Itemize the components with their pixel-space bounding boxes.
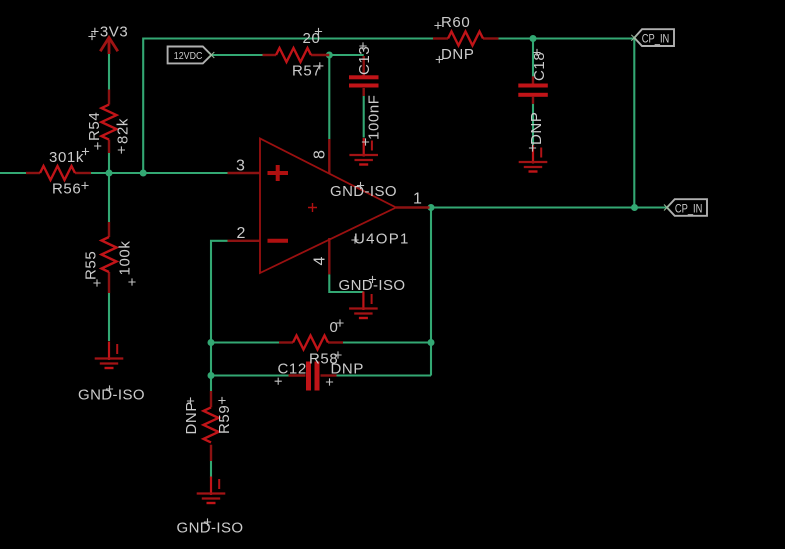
svg-text:GND-ISO: GND-ISO [339, 277, 406, 294]
svg-text:DNP: DNP [183, 401, 200, 434]
svg-text:3: 3 [236, 158, 245, 175]
svg-text:12VDC: 12VDC [174, 50, 203, 62]
svg-text:GND-ISO: GND-ISO [177, 520, 244, 537]
svg-text:R56: R56 [52, 181, 81, 198]
svg-text:100k: 100k [117, 241, 134, 276]
svg-text:C12: C12 [278, 361, 307, 378]
svg-text:0: 0 [330, 319, 339, 336]
svg-text:301k: 301k [49, 149, 84, 166]
svg-text:DNP: DNP [528, 112, 545, 145]
svg-text:GND-ISO: GND-ISO [78, 387, 145, 404]
svg-text:C18: C18 [531, 52, 548, 81]
svg-text:R58: R58 [309, 351, 338, 368]
svg-text:CP_IN: CP_IN [675, 203, 703, 215]
svg-text:DNP: DNP [441, 46, 474, 63]
svg-text:20: 20 [303, 30, 321, 47]
svg-text:R57: R57 [292, 62, 321, 79]
svg-text:82k: 82k [115, 118, 132, 144]
svg-text:U4OP1: U4OP1 [354, 231, 410, 248]
svg-text:+3V3: +3V3 [91, 24, 129, 41]
svg-text:GND-ISO: GND-ISO [330, 183, 397, 200]
svg-text:R55: R55 [83, 251, 100, 280]
svg-text:DNP: DNP [331, 361, 364, 378]
svg-text:R54: R54 [86, 112, 103, 141]
svg-text:C13: C13 [356, 46, 373, 75]
svg-text:2: 2 [237, 225, 246, 242]
svg-text:8: 8 [312, 150, 329, 159]
svg-text:100nF: 100nF [366, 94, 383, 140]
svg-text:1: 1 [413, 191, 422, 208]
svg-text:CP_IN: CP_IN [642, 34, 670, 46]
svg-text:R60: R60 [441, 14, 470, 31]
svg-text:4: 4 [312, 257, 329, 266]
svg-text:R59: R59 [216, 405, 233, 434]
